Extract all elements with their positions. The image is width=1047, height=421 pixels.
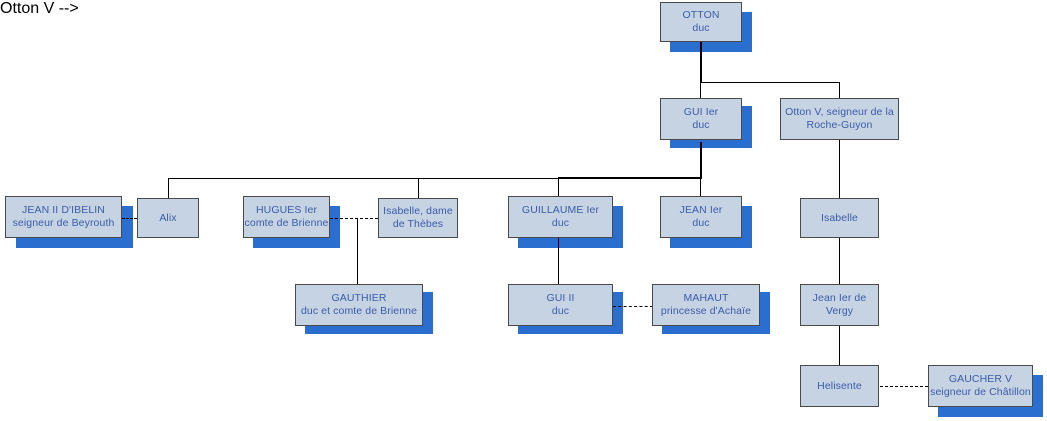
node-gauthier-line-2: duc et comte de Brienne xyxy=(300,305,418,317)
line-otton-stem xyxy=(700,42,702,83)
node-alix[interactable]: Alix xyxy=(137,198,199,238)
node-otton[interactable]: OTTON duc xyxy=(660,2,742,42)
node-guillaume-ier-line-2: duc xyxy=(551,217,570,229)
node-guillaume-ier[interactable]: GUILLAUME Ier duc xyxy=(508,196,613,238)
node-isabelle[interactable]: Isabelle xyxy=(800,198,879,238)
line-gui-ier-stem xyxy=(700,142,702,179)
line-isabelle-to-vergy xyxy=(839,238,840,284)
node-gaucher-v-line-1: GAUCHER V xyxy=(948,373,1013,385)
node-jean-ii-dibelin-line-1: JEAN II D'IBELIN xyxy=(22,204,105,216)
node-jean-ier-de-vergy[interactable]: Jean Ier de Vergy xyxy=(800,284,879,326)
node-isabelle-dame-de-thebes[interactable]: Isabelle, dame de Thèbes xyxy=(378,198,458,238)
line-union-stem-gauthier xyxy=(357,218,358,284)
line-vergy-to-helisente xyxy=(839,326,840,365)
node-alix-line-1: Alix xyxy=(159,211,177,224)
node-hugues-ier-line-1: HUGUES Ier xyxy=(255,204,318,216)
line-children-bar-left xyxy=(168,178,560,179)
line-stem-guillaume xyxy=(558,178,559,198)
node-guillaume-ier-line-1: GUILLAUME Ier xyxy=(521,204,600,216)
node-jean-ier[interactable]: JEAN Ier duc xyxy=(660,196,742,238)
line-marriage-helisente-gaucher xyxy=(880,386,928,387)
line-marriage-guiii-mahaut xyxy=(613,306,653,307)
line-stem-alix xyxy=(168,178,169,198)
node-gui-ier-line-2: duc xyxy=(692,119,710,131)
node-gui-ier-line-1: GUI Ier xyxy=(683,106,719,118)
node-jean-ii-dibelin-line-2: seigneur de Beyrouth xyxy=(12,217,115,229)
node-otton-v-line-1: Otton V, seigneur de la xyxy=(785,106,894,118)
node-jean-ii-dibelin[interactable]: JEAN II D'IBELIN seigneur de Beyrouth xyxy=(5,196,122,238)
node-otton-line-2: duc xyxy=(692,22,710,34)
node-otton-v[interactable]: Otton V, seigneur de la Roche-Guyon xyxy=(780,98,899,140)
node-gaucher-v[interactable]: GAUCHER V seigneur de Châtillon xyxy=(928,365,1033,407)
node-jean-ier-de-vergy-line-1: Jean Ier de xyxy=(812,292,867,304)
line-stem-jean-ier xyxy=(700,178,701,198)
node-otton-v-line-2: Roche-Guyon xyxy=(806,119,873,131)
node-gauthier[interactable]: GAUTHIER duc et comte de Brienne xyxy=(295,284,423,326)
node-mahaut[interactable]: MAHAUT princesse d'Achaïe xyxy=(652,284,760,326)
node-jean-ier-line-2: duc xyxy=(692,217,710,229)
node-hugues-ier-line-2: comte de Brienne xyxy=(244,217,329,229)
line-marriage-hugues-isabelle xyxy=(330,218,378,219)
node-jean-ier-line-1: JEAN Ier xyxy=(679,204,723,216)
node-isabelle-line-1: Isabelle xyxy=(821,211,858,224)
line-marriage-ibelin-alix xyxy=(122,218,137,219)
line-children-bar-right xyxy=(558,177,702,179)
node-helisente-line-1: Helisente xyxy=(817,379,862,392)
node-gaucher-v-line-2: seigneur de Châtillon xyxy=(930,386,1031,398)
line-stem-gui-ier xyxy=(700,82,701,100)
line-otton-sibling-bar xyxy=(700,82,840,83)
node-gui-ii-line-1: GUI II xyxy=(546,292,575,304)
node-mahaut-line-2: princesse d'Achaïe xyxy=(660,305,752,317)
node-gui-ii[interactable]: GUI II duc xyxy=(508,284,613,326)
node-gui-ii-line-2: duc xyxy=(551,305,570,317)
node-hugues-ier[interactable]: HUGUES Ier comte de Brienne xyxy=(243,196,330,238)
line-guillaume-to-gui-ii xyxy=(558,238,559,284)
line-stem-isabelle-thebes xyxy=(418,178,419,198)
node-otton-line-1: OTTON xyxy=(682,9,720,21)
node-isabelle-dame-de-thebes-line-2: de Thèbes xyxy=(392,218,444,230)
node-mahaut-line-1: MAHAUT xyxy=(683,292,729,304)
node-jean-ier-de-vergy-line-2: Vergy xyxy=(825,305,854,317)
line-stem-otton-v xyxy=(839,82,840,100)
node-gui-ier[interactable]: GUI Ier duc xyxy=(660,98,742,140)
node-helisente[interactable]: Helisente xyxy=(800,365,879,407)
node-isabelle-dame-de-thebes-line-1: Isabelle, dame xyxy=(383,205,453,217)
line-ottonv-to-isabelle xyxy=(839,140,840,198)
node-gauthier-line-1: GAUTHIER xyxy=(331,292,387,304)
